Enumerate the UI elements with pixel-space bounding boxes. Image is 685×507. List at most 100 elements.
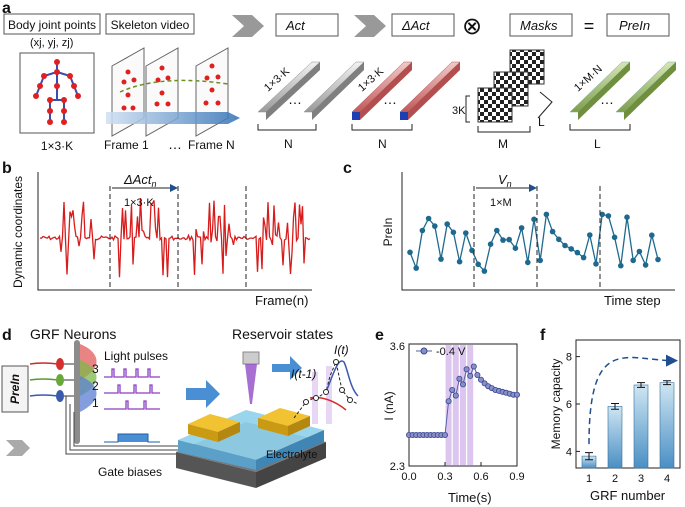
panel-e-point [456,375,463,382]
header-box-body-joints [3,13,101,35]
panel-d-arrow-2 [272,356,302,380]
skeleton-dimension: 1×3·K [41,139,73,153]
panel-b-signal [39,198,311,278]
panel-e-ytick-bottom: 2.3 [390,461,405,473]
panel-d-title-left: GRF Neurons [30,326,116,342]
panel-c-point [463,230,469,236]
panel-e-point [459,381,466,388]
gate-biases-label: Gate biases [98,465,162,479]
header-body-joints: Body joint points [8,18,96,32]
panel-b-xlabel: Frame(n) [255,293,308,308]
prein-dots: … [600,91,614,107]
panel-d-title-right: Reservoir states [232,326,333,342]
panel-c-point [419,227,426,234]
panel-e-point [445,398,452,405]
panel-letter-f: f [540,327,546,344]
panel-letter-a: a [2,0,11,17]
panel-f-xtick-label: 3 [638,473,644,485]
panel-f-trend-arrow [588,354,678,445]
video-frames [106,47,240,137]
header-box-dact [391,13,455,37]
reservoir-state-curve [293,359,359,424]
panel-e-pulse [467,345,474,465]
panel-letter-c: c [343,160,352,177]
panel-e-pulse [452,345,459,465]
panel-e-legend-marker [420,347,428,355]
panel-e-point [449,386,456,393]
panel-c-point [475,261,482,268]
panel-e-point [477,376,484,383]
panel-c-point [487,241,494,247]
panel-c-point [574,249,581,256]
act-brace [257,124,317,131]
equals-operator: = [584,16,595,36]
frame-first-label: Frame 1 [104,138,149,152]
panel-c-point [556,236,562,243]
panel-c-point [655,256,661,263]
panel-e-ytick-top: 3.6 [390,341,405,353]
panel-e-point [470,363,477,370]
panel-f-bar [607,406,623,469]
dact-bars [351,61,461,120]
panel-c-point [624,214,630,220]
panel-c-point [481,268,488,274]
panel-f-xtick-label: 2 [612,473,618,485]
panel-f-bar [659,382,675,469]
panel-f-ytick-label: 4 [566,446,572,458]
masks-stack [477,49,553,123]
prein-bars [569,61,677,120]
joint-coords-label: (xj, yj, zj) [30,37,73,49]
panel-b-axes [37,172,312,291]
neuron-number-3: 3 [92,362,99,376]
panel-c-points [407,211,661,274]
panel-c-point [543,211,550,218]
panel-e-xtick-label: 0.3 [437,471,452,483]
panel-b-annot: ΔActn [123,172,157,189]
mask-brace [477,126,531,133]
panel-c-annot-dim: 1×M [490,197,512,209]
panel-letter-b: b [2,160,12,177]
panel-f-yticks: 468 [566,352,580,458]
panel-b-ylabel: Dynamic coordinates [11,176,25,288]
dact-brace [351,124,413,131]
panel-letter-e: e [375,327,384,344]
panel-c-point [432,223,438,229]
panel-e-xtick-label: 0.6 [473,471,488,483]
light-pulse-trains [104,368,160,410]
panel-c-point [500,237,506,243]
panel-e-point [467,372,474,379]
panel-c-point [587,232,593,238]
dact-dots: … [383,91,397,107]
panel-e-point [514,391,521,398]
times-operator: ⊗ [462,13,482,40]
header-prein: PreIn [619,18,650,33]
prein-count: L [594,137,601,151]
panel-c-point [506,236,512,243]
panel-e-xtick-label: 0.0 [401,471,416,483]
gray-arrow-2 [354,15,386,37]
panel-e-points [405,363,521,438]
state-prev-label: I(t-1) [291,367,316,381]
panel-c-point [537,257,543,264]
panel-c-annot: Vn [498,172,512,189]
panel-e-point [452,392,459,399]
state-now-label: I(t) [334,343,349,357]
prein-input-box [1,365,29,413]
panel-e-xlabel: Time(s) [448,490,492,505]
panel-f-bar [633,384,649,469]
panel-c-point [611,234,618,241]
panel-c-point [636,248,643,255]
header-box-prein [606,13,670,37]
header-box-act [275,13,339,37]
panel-c-point [605,213,612,219]
header-masks: Masks [520,18,558,33]
panel-e-xtick-label: 0.9 [509,471,524,483]
act-bars [257,61,365,120]
prein-input-label: PreIn [8,374,22,404]
panel-c-point [450,229,457,236]
panel-f-error-bar [637,382,645,388]
panel-c-point [407,249,413,256]
neuron-number-1: 1 [92,396,99,410]
panel-f-bars [581,380,675,469]
